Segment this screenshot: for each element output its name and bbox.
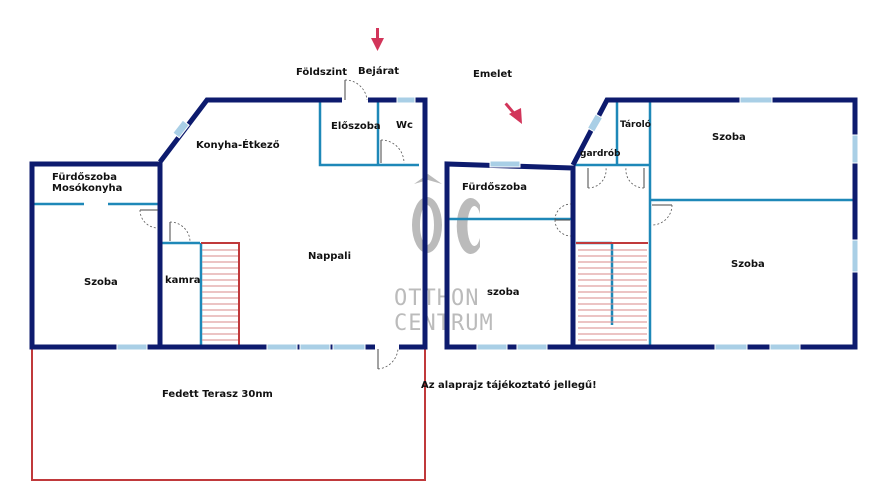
watermark-o-shape (412, 197, 442, 253)
label-kamra: kamra (165, 275, 201, 286)
ground-exterior-walls (29, 97, 428, 350)
label-eloszoba: Előszoba (331, 120, 381, 132)
upper-interior-walls (447, 100, 855, 347)
upper-windows (476, 96, 859, 351)
label-furdoszoba-line1: Fürdőszoba (52, 171, 117, 183)
label-szoba-upper-bottom: Szoba (731, 259, 765, 270)
label-szoba-left: Szoba (84, 277, 118, 288)
ground-windows (116, 96, 416, 351)
label-szoba-upper-small: szoba (487, 287, 520, 298)
entry-arrow-icon (371, 28, 384, 51)
label-mosokonyha-line2: Mosókonyha (52, 182, 122, 194)
ground-doors (139, 79, 405, 370)
ground-interior-walls (34, 100, 419, 347)
label-furdoszoba-upper: Fürdőszoba (462, 181, 527, 193)
label-fedett-terasz: Fedett Terasz 30nm (162, 389, 273, 400)
watermark-line1: OTTHON (394, 286, 479, 311)
ground-staircase (201, 242, 240, 347)
watermark-accent (414, 174, 442, 184)
label-emelet: Emelet (473, 69, 512, 80)
label-foldszint: Földszint (296, 67, 347, 78)
watermark-logo: OTTHON CENTRUM (394, 174, 494, 336)
label-bejarat: Bejárat (358, 65, 399, 77)
label-szoba-upper-top: Szoba (712, 132, 746, 143)
label-wc: Wc (396, 120, 413, 131)
terrace-outline (31, 346, 426, 481)
upper-entry-arrow-icon (504, 102, 522, 124)
upper-doors (554, 167, 673, 237)
label-tarolo: Tároló (620, 119, 651, 130)
label-gardrob: gardrób (580, 148, 621, 159)
upper-staircase (576, 242, 648, 341)
watermark-c-shape (456, 198, 480, 255)
label-nappali: Nappali (308, 251, 351, 262)
label-disclaimer: Az alaprajz tájékoztató jellegű! (421, 379, 597, 391)
label-konyha-etkezo: Konyha-Étkező (196, 138, 280, 151)
upper-exterior-walls (444, 97, 858, 350)
watermark-line2: CENTRUM (394, 311, 494, 336)
